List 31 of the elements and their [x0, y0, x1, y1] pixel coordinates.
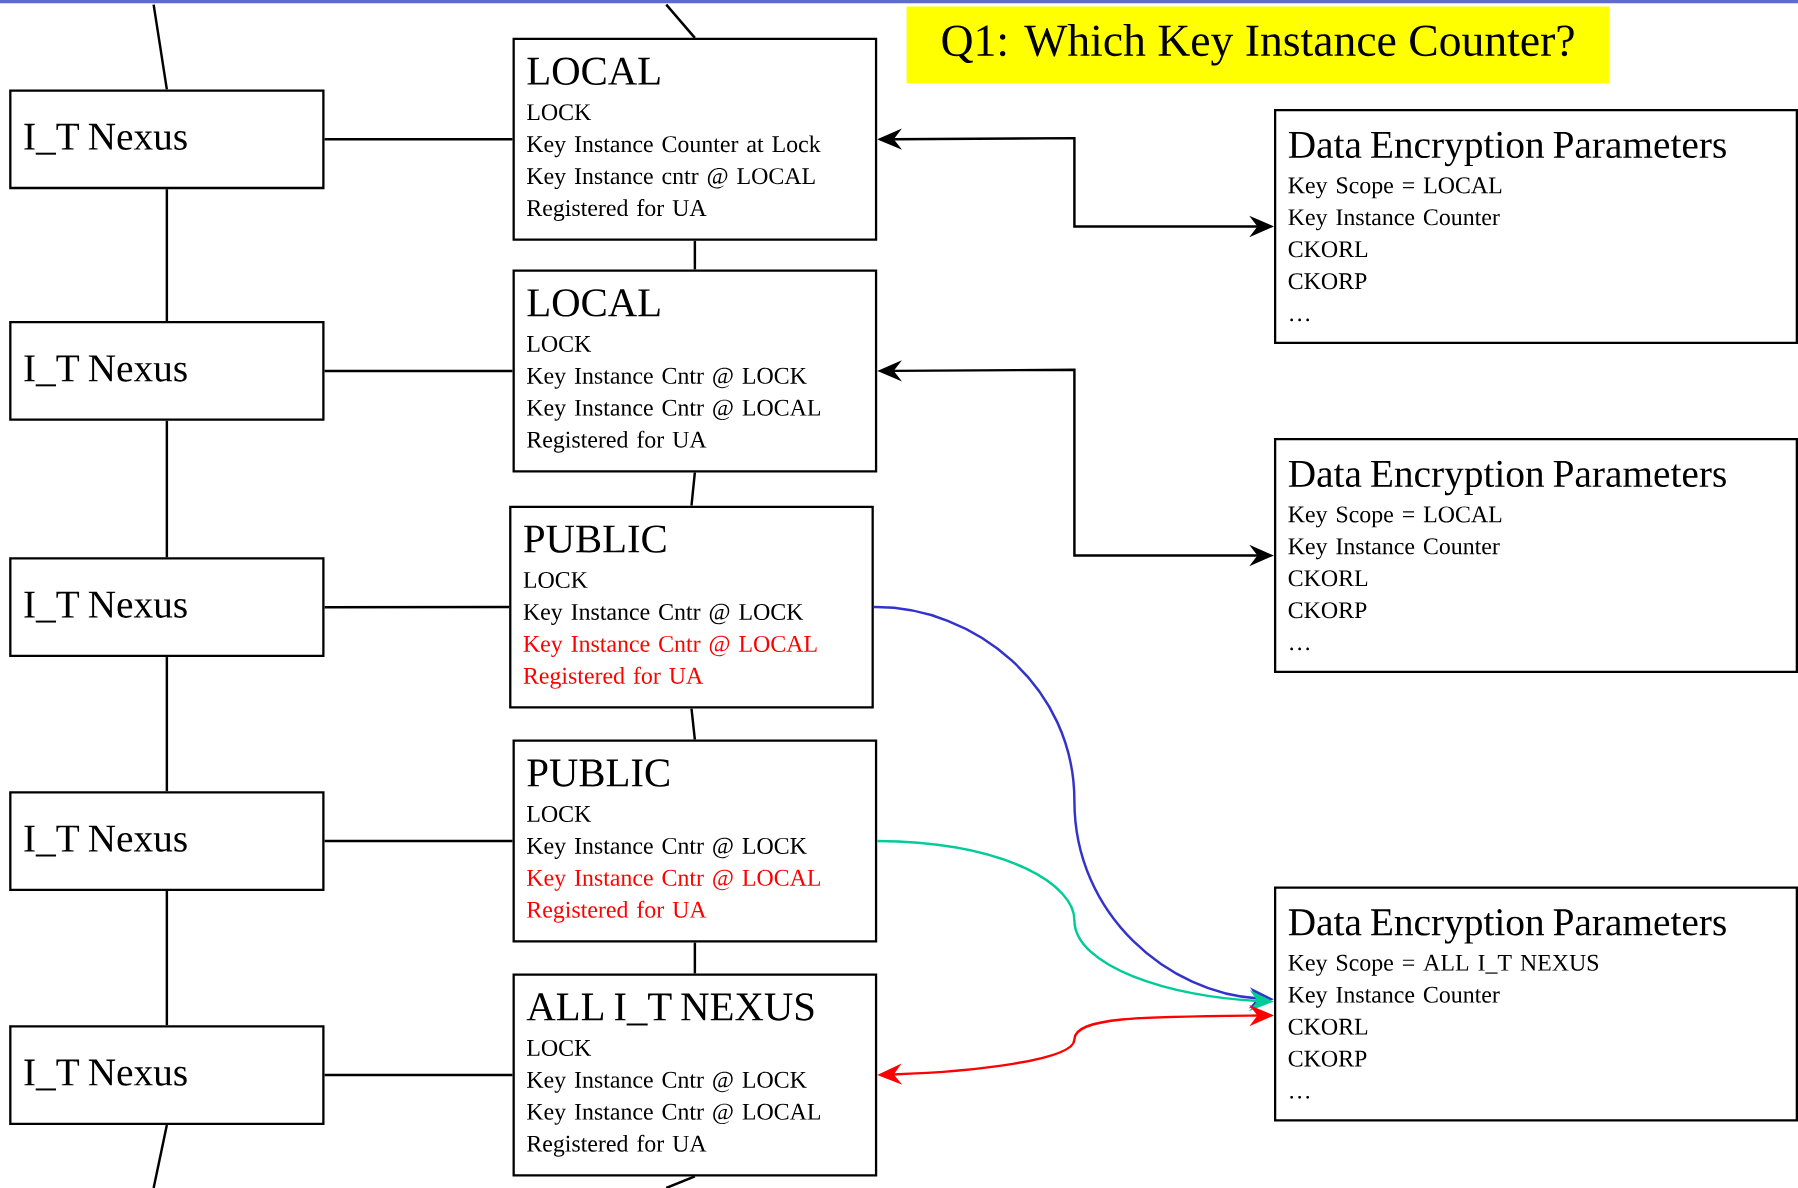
connector-line	[152, 1124, 169, 1188]
connector-line	[165, 189, 169, 322]
nexus-box: I_T Nexus	[9, 791, 325, 891]
connector-line	[165, 420, 169, 558]
scope-box: LOCAL LOCK Key Instance Counter at Lock Key Instance cntr @ LOCAL Registered for UA	[512, 37, 878, 241]
parameters-box: Data Encryption Parameters Key Scope = LOCAL Key Instance Counter CKORL CKORP …	[1274, 109, 1798, 344]
nexus-box: I_T Nexus	[9, 1025, 325, 1125]
connector-line	[152, 4, 169, 90]
connector-line	[324, 1073, 513, 1077]
connector-line	[165, 891, 169, 1026]
title-banner: Q1: Which Key Instance Counter?	[906, 6, 1610, 84]
scope-box: PUBLIC LOCK Key Instance Cntr @ LOCK Key Instance Cntr @ LOCAL Registered for UA	[512, 739, 878, 943]
scope-box: PUBLIC LOCK Key Instance Cntr @ LOCK Key Instance Cntr @ LOCAL Registered for UA	[509, 505, 874, 709]
connector-line	[665, 3, 696, 39]
connector-line	[324, 138, 513, 141]
parameters-box: Data Encryption Parameters Key Scope = ALL I_T NEXUS Key Instance Counter CKORL CKORP …	[1274, 886, 1798, 1122]
parameters-box: Data Encryption Parameters Key Scope = LOCAL Key Instance Counter CKORL CKORP …	[1274, 438, 1798, 674]
connector-line	[690, 708, 697, 740]
scope-box: ALL I_T NEXUS LOCK Key Instance Cntr @ LOCK Key Instance Cntr @ LOCAL Registered for UA	[512, 973, 878, 1177]
connector-line	[665, 1175, 696, 1188]
connector-line	[693, 942, 697, 974]
nexus-box: I_T Nexus	[9, 557, 325, 658]
nexus-box: I_T Nexus	[9, 321, 325, 421]
scope-box: LOCAL LOCK Key Instance Cntr @ LOCK Key Instance Cntr @ LOCAL Registered for UA	[512, 269, 878, 473]
connector-line	[165, 657, 169, 792]
connector-line	[693, 240, 697, 270]
connector-line	[324, 605, 510, 609]
nexus-box: I_T Nexus	[9, 89, 325, 190]
connector-line	[324, 369, 513, 373]
connector-line	[690, 472, 697, 506]
connector-line	[324, 839, 513, 843]
